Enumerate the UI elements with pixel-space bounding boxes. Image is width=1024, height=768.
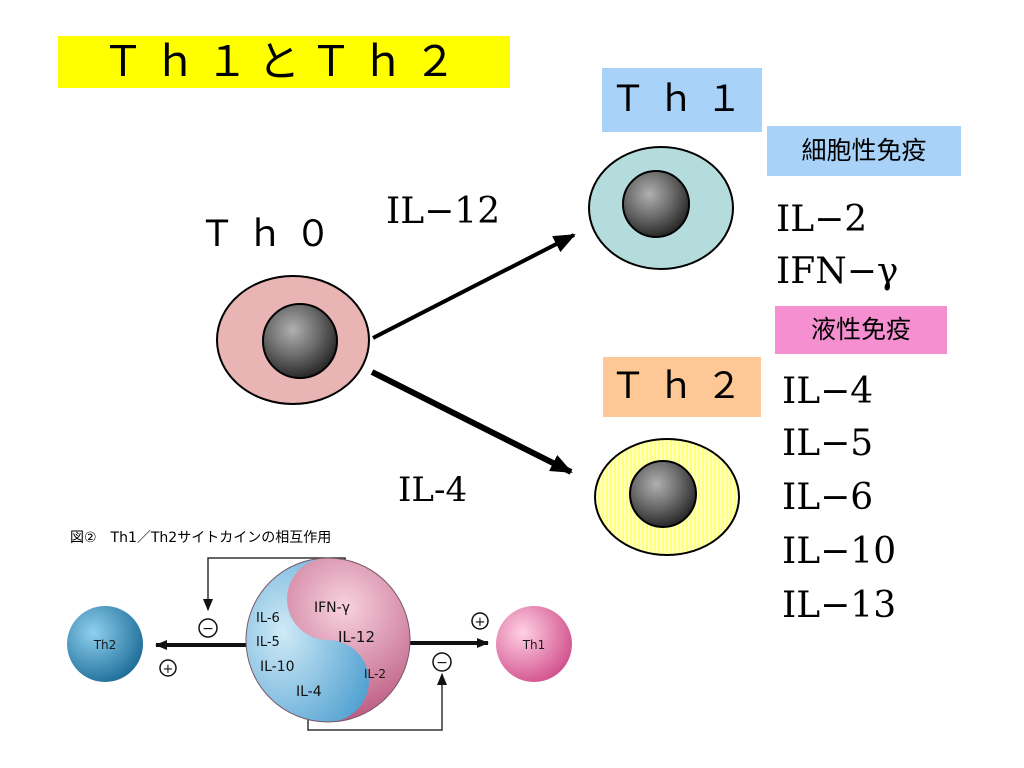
th0-label: Ｔｈ０: [198, 214, 343, 255]
th1-cytokine: IL−2: [776, 199, 868, 240]
sphere-label-right: IFN-γ: [314, 600, 350, 616]
arrow-to-th2: [370, 369, 573, 475]
th2-cytokine: IL−13: [782, 585, 897, 626]
plus-sign-icon: +: [471, 612, 489, 630]
th2-cytokine: IL−6: [782, 477, 874, 518]
th2-cell: [594, 438, 740, 556]
mini-th1-label: Th1: [522, 638, 546, 652]
minus-sign-icon: −: [432, 652, 452, 672]
arrow-upper-label: IL−12: [386, 191, 501, 232]
th2-label: Ｔｈ２: [603, 357, 761, 417]
th2-cytokine: IL−10: [782, 531, 897, 572]
cytokine-sphere: IL-6 IL-5 IL-10 IL-4 IFN-γ IL-12 IL-2: [245, 557, 411, 723]
svg-text:+: +: [163, 662, 174, 677]
sphere-label-left: IL-5: [256, 635, 280, 650]
mini-th2-cell: Th2: [67, 606, 143, 682]
figure-caption: 図② Th1／Th2サイトカインの相互作用: [70, 530, 332, 546]
humoral-immunity-tag: 液性免疫: [775, 306, 947, 354]
th2-cytokine: IL−5: [782, 423, 874, 464]
sphere-label-left: IL-4: [296, 684, 322, 700]
minus-sign-icon: −: [198, 618, 218, 638]
svg-text:+: +: [475, 615, 486, 630]
sphere-label-right: IL-2: [364, 667, 386, 681]
th2-cytokine: IL−4: [782, 371, 874, 412]
sphere-label-right: IL-12: [338, 628, 375, 646]
svg-text:−: −: [436, 655, 448, 671]
arrow-to-th1: [372, 233, 576, 340]
cellular-immunity-tag: 細胞性免疫: [767, 126, 961, 176]
mini-th2-label: Th2: [93, 638, 117, 652]
th0-cell: [216, 275, 370, 405]
interaction-figure: Th2 Th1 IL-6 IL-5 IL-10 IL-4 IFN-γ IL-12…: [67, 557, 572, 731]
th1-label: Ｔｈ１: [602, 68, 762, 132]
sphere-label-left: IL-10: [260, 659, 295, 675]
sphere-label-left: IL-6: [256, 611, 280, 626]
svg-text:−: −: [202, 621, 214, 637]
page-title: Ｔｈ１とＴｈ２: [58, 36, 510, 88]
plus-sign-icon: +: [159, 659, 177, 677]
mini-th1-cell: Th1: [496, 606, 572, 682]
arrow-lower-label: IL-4: [398, 470, 468, 510]
th1-cell: [588, 146, 734, 270]
th1-cytokine: IFN−γ: [776, 251, 899, 292]
